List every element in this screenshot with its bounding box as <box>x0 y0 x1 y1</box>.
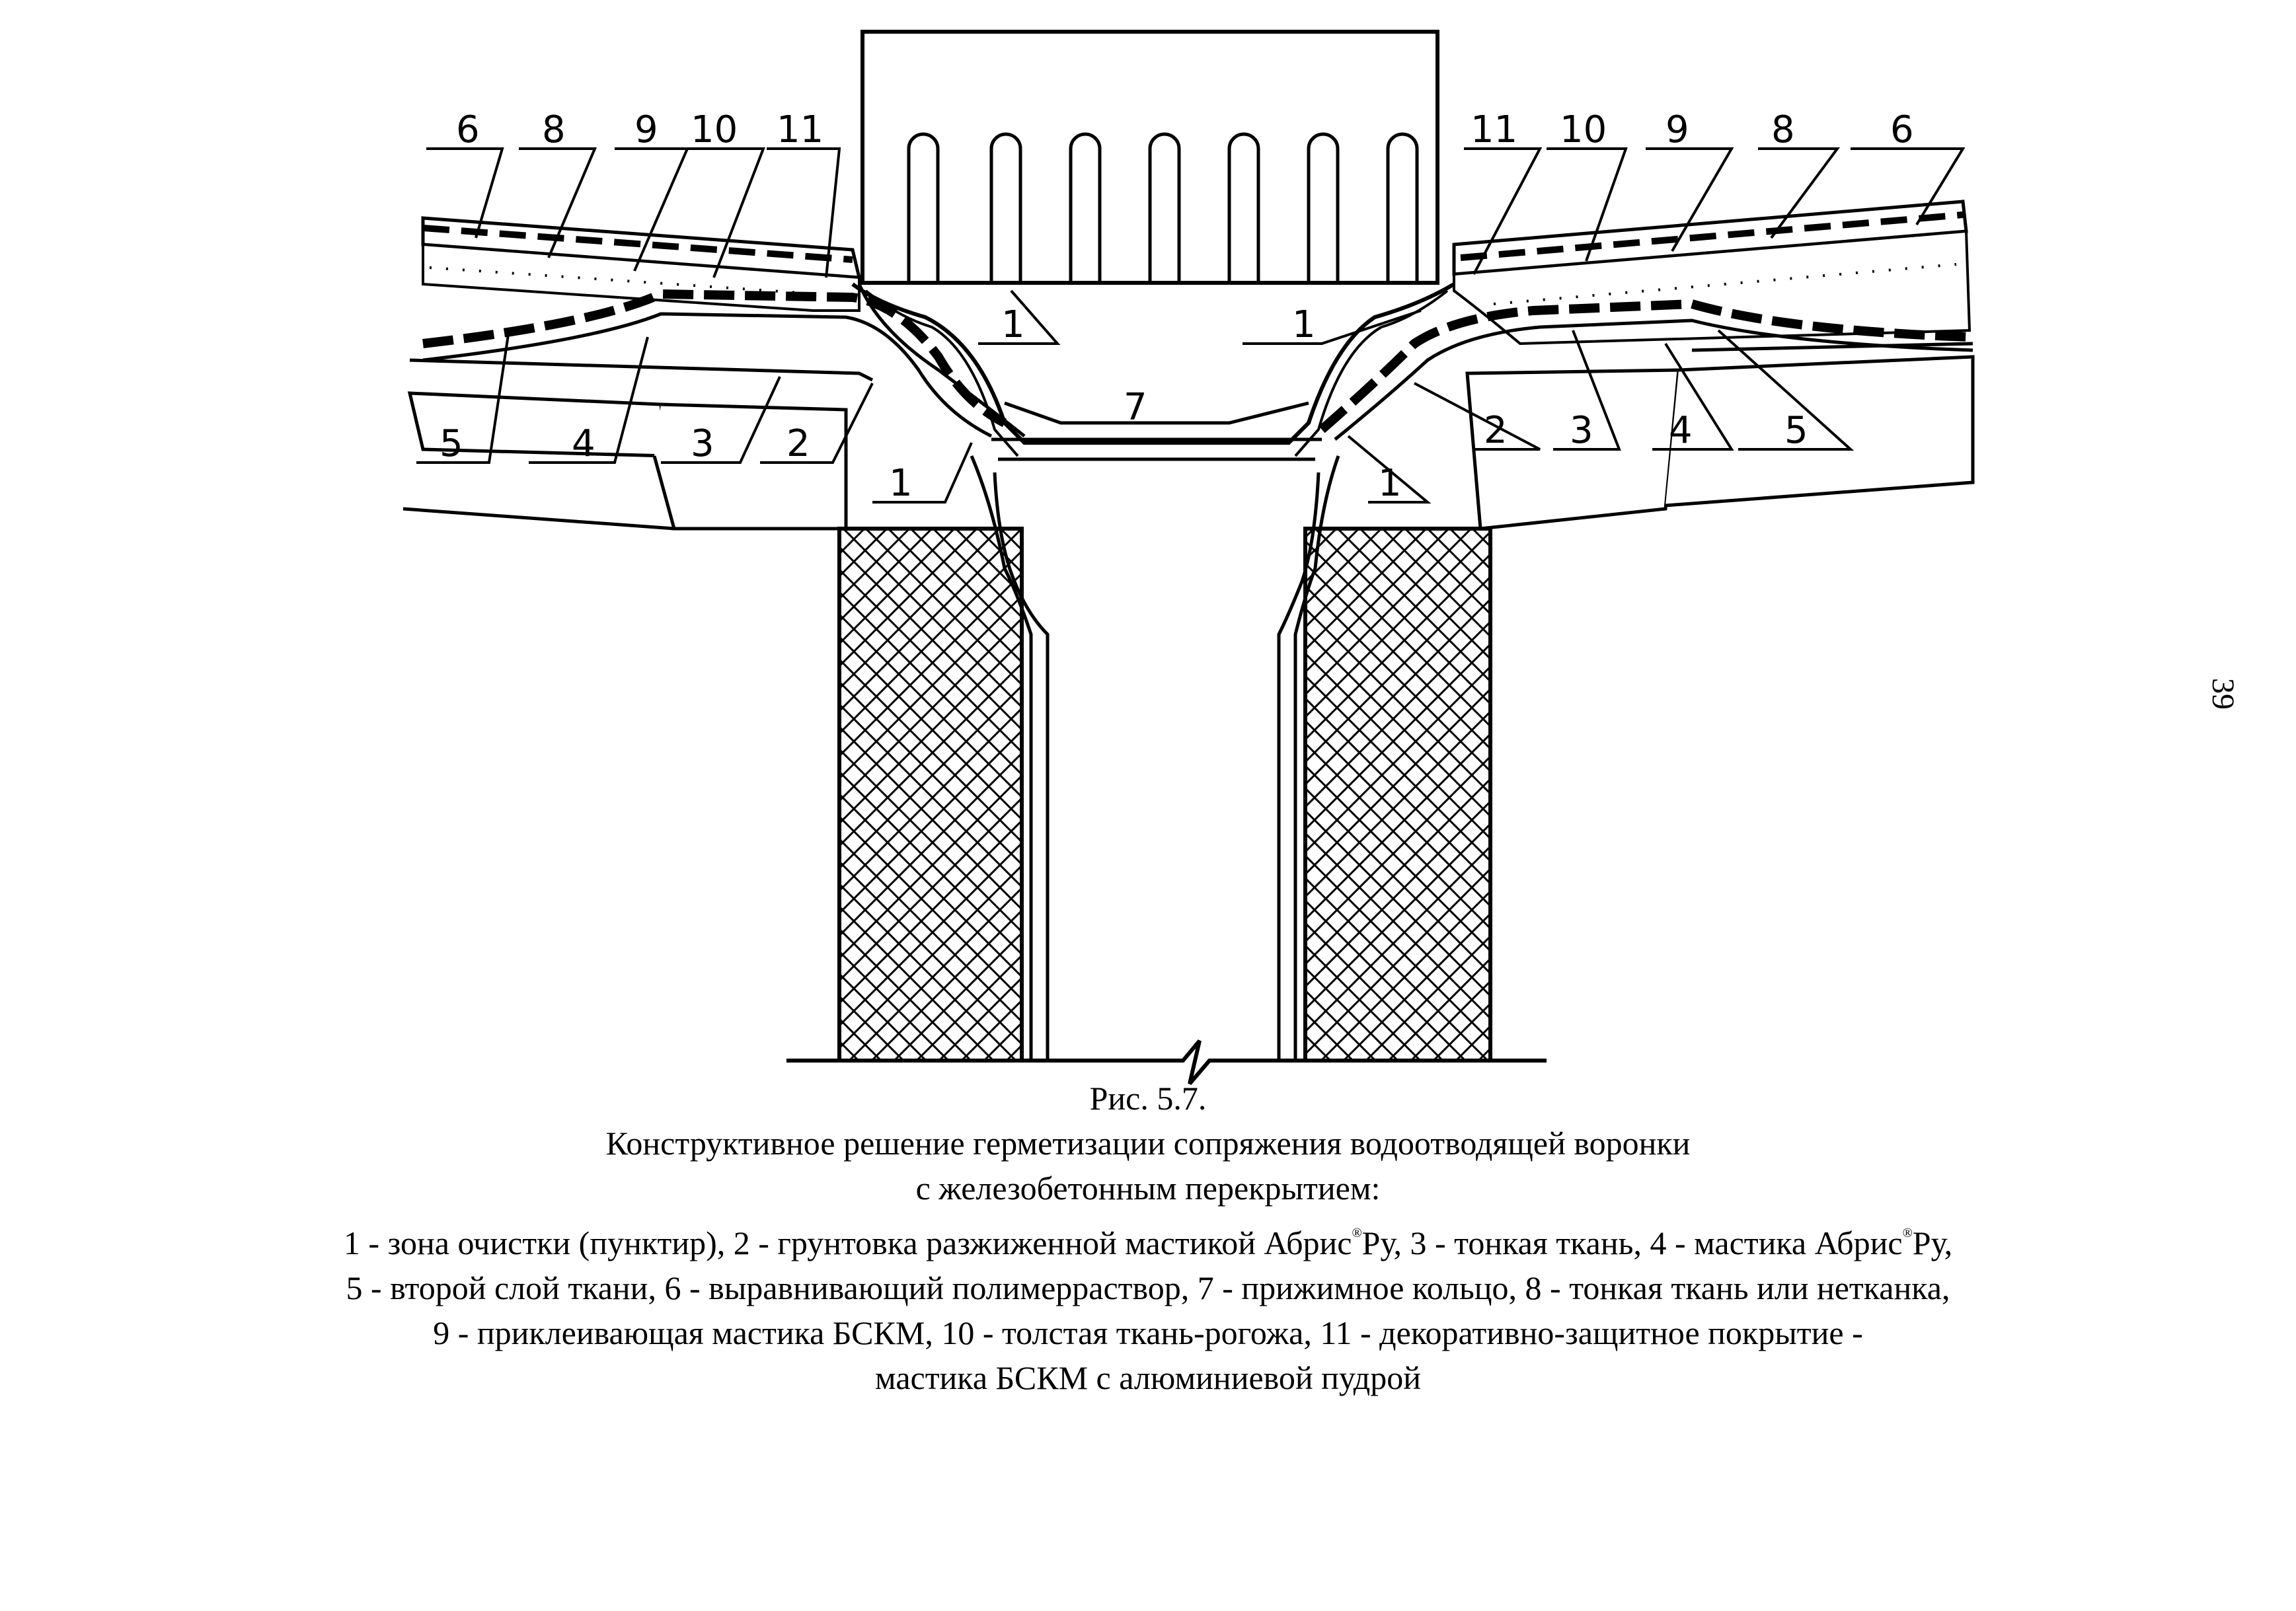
legend-line-3: 9 - приклеивающая мастика БСКМ, 10 - тол… <box>433 1314 1863 1351</box>
callout-right-9: 9 <box>1665 108 1689 151</box>
legend-line-1-part1: 1 - зона очистки (пунктир), 2 - грунтовк… <box>343 1224 1352 1261</box>
callout-bottom-left-3: 3 <box>691 422 714 465</box>
callout-right-8: 8 <box>1771 108 1795 151</box>
callout-left-11: 11 <box>777 108 823 151</box>
funnel-grating <box>861 30 1439 285</box>
base-break-line <box>786 1039 1547 1085</box>
trademark-symbol-2: ® <box>1902 1226 1913 1240</box>
figure-caption: Рис. 5.7. Конструктивное решение гермети… <box>0 1076 2296 1400</box>
callout-left-6: 6 <box>456 108 480 151</box>
callout-right-11: 11 <box>1471 108 1517 151</box>
caption-title-line2: с железобетонным перекрытием: <box>915 1170 1381 1207</box>
trademark-symbol: ® <box>1352 1226 1362 1240</box>
legend-line-4: мастика БСКМ с алюминиевой пудрой <box>875 1359 1421 1396</box>
legend-line-1-part3: Ру, <box>1912 1224 1953 1261</box>
leader-lines <box>416 147 1966 504</box>
callout-bottom-right-2: 2 <box>1484 409 1508 452</box>
callout-left-10: 10 <box>691 108 738 151</box>
callout-left-8: 8 <box>542 108 566 151</box>
legend-line-2: 5 - второй слой ткани, 6 - выравнивающий… <box>346 1269 1950 1306</box>
callout-upper-right-1: 1 <box>1292 303 1316 346</box>
page-number: 39 <box>2205 678 2240 710</box>
legend-line-1: 1 - зона очистки (пунктир), 2 - грунтовк… <box>0 1211 2296 1265</box>
callout-bottom-right-5: 5 <box>1784 409 1808 452</box>
legend-line-1-part2: Ру, 3 - тонкая ткань, 4 - мастика Абрис <box>1361 1224 1903 1261</box>
caption-title-line1: Конструктивное решение герметизации сопр… <box>605 1125 1691 1162</box>
callout-bottom-left-4: 4 <box>572 422 595 465</box>
left-roof-layers <box>402 216 1026 531</box>
callout-bottom-right-3: 3 <box>1570 409 1593 452</box>
callout-bottom-left-5: 5 <box>440 422 463 465</box>
callout-upper-left-1: 1 <box>1001 303 1025 346</box>
callout-right-10: 10 <box>1560 108 1607 151</box>
callout-right-6: 6 <box>1890 108 1914 151</box>
figure-number: Рис. 5.7. <box>1089 1080 1207 1117</box>
callout-left-9: 9 <box>634 108 658 151</box>
funnel-sealing-diagram: 6 8 9 10 11 11 10 9 8 6 5 4 3 2 2 3 4 5 … <box>402 30 1975 1085</box>
concrete-hatched-columns <box>837 527 1492 1063</box>
callout-lower-left-1: 1 <box>889 462 913 505</box>
callout-bottom-left-2: 2 <box>786 422 810 465</box>
callout-ring-7: 7 <box>1124 386 1147 429</box>
callout-bottom-right-4: 4 <box>1669 409 1693 452</box>
callout-lower-right-1: 1 <box>1378 462 1402 505</box>
